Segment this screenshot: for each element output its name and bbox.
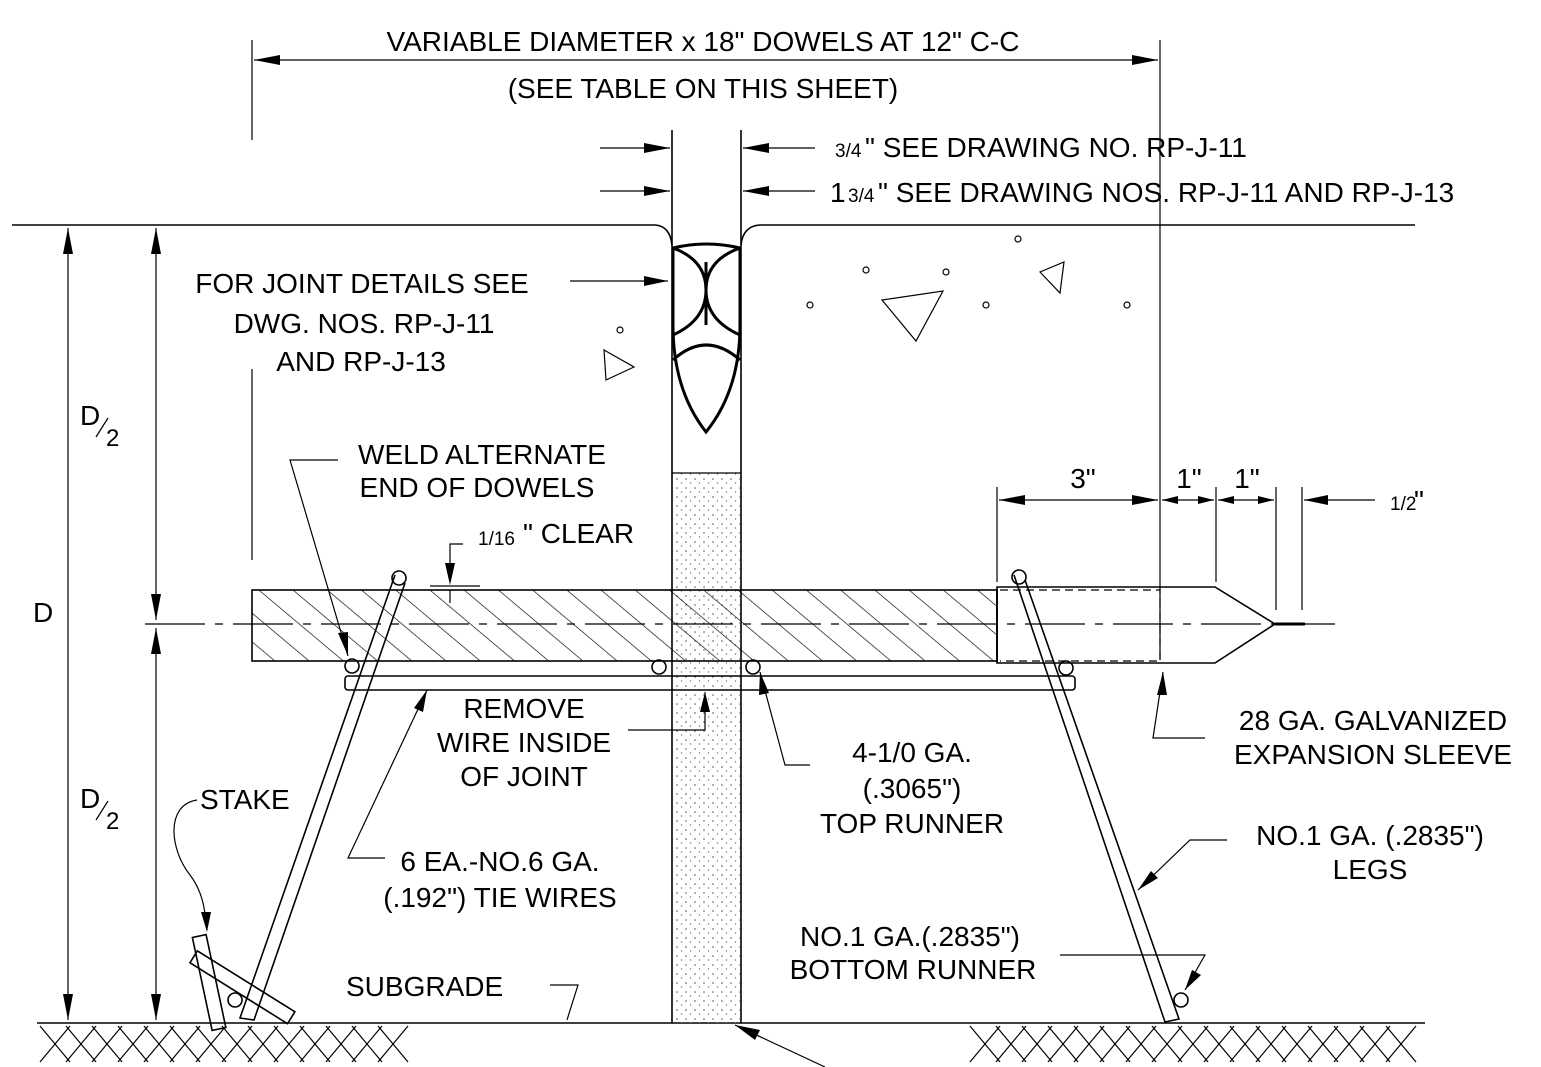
assembly-legs [227, 569, 1189, 1023]
depth-half-bottom-slash [95, 800, 109, 821]
dowel-dim-line1: VARIABLE DIAMETER x 18" DOWELS AT 12" C-… [387, 26, 1020, 57]
joint-3-4-fraction: 3/4 [835, 141, 862, 162]
depth-half-top-slash [95, 417, 109, 438]
dim-3-label: 3" [1070, 463, 1096, 494]
subgrade-hatching-right [969, 1025, 1417, 1063]
subgrade-label: SUBGRADE [346, 971, 503, 1002]
sleeve-dimensions [996, 487, 1375, 610]
earth-hatch-line [299, 1025, 331, 1063]
joint-sealer [671, 242, 742, 435]
sleeve-line1: 28 GA. GALVANIZED [1239, 705, 1507, 736]
joint-width-dimensions [600, 143, 815, 196]
remove-line3: OF JOINT [460, 761, 588, 792]
clear-fraction: 1/16 [478, 529, 515, 550]
earth-hatch-line [325, 1025, 357, 1063]
earth-hatch-line [169, 1025, 201, 1063]
earth-hatch-line [1385, 1025, 1417, 1063]
earth-hatch-line [195, 1025, 227, 1063]
aggregate-marks [603, 235, 1131, 381]
depth-half-top-d: D [80, 400, 100, 431]
earth-hatch-line [247, 1025, 279, 1063]
top-runner-line2: (.3065") [863, 773, 962, 804]
earth-hatch-line [995, 1025, 1027, 1063]
joint-details-line2: DWG. NOS. RP-J-11 [234, 308, 495, 339]
joint-details-line3: AND RP-J-13 [276, 346, 446, 377]
earth-hatch-line [1333, 1025, 1365, 1063]
earth-hatch-line [221, 1025, 253, 1063]
earth-hatch-line [969, 1025, 1001, 1063]
weld-line2: END OF DOWELS [360, 472, 595, 503]
tie-wires-line2: (.192") TIE WIRES [383, 882, 616, 913]
earth-hatch-line [117, 1025, 149, 1063]
dim-1a-label: 1" [1176, 463, 1202, 494]
dowel-bar [251, 586, 1305, 664]
dowel-dim-line2: (SEE TABLE ON THIS SHEET) [508, 73, 899, 104]
sleeve-line2: EXPANSION SLEEVE [1234, 739, 1512, 770]
remove-line1: REMOVE [463, 693, 584, 724]
runner-assembly [344, 658, 1076, 691]
dowel-length-dimension [251, 40, 1161, 660]
earth-hatch-line [143, 1025, 175, 1063]
depth-half-bottom-sub: 2 [106, 808, 119, 835]
subgrade-hatching [39, 1025, 409, 1063]
earth-hatch-line [91, 1025, 123, 1063]
clear-note: " CLEAR [523, 518, 634, 549]
bottom-runner-line2: BOTTOM RUNNER [790, 954, 1037, 985]
leader-lines [173, 276, 1227, 1067]
depth-half-bottom-d: D [80, 783, 100, 814]
legs-line2: LEGS [1333, 854, 1408, 885]
earth-hatch-line [1073, 1025, 1105, 1063]
earth-hatch-line [1125, 1025, 1157, 1063]
labels: VARIABLE DIAMETER x 18" DOWELS AT 12" C-… [33, 26, 1512, 1002]
depth-half-top-sub: 2 [106, 425, 119, 452]
joint-details-line1: FOR JOINT DETAILS SEE [195, 268, 528, 299]
earth-hatch-line [1255, 1025, 1287, 1063]
top-runner-line3: TOP RUNNER [820, 808, 1004, 839]
bottom-runner-line1: NO.1 GA.(.2835") [800, 921, 1020, 952]
joint-1-3-4-whole: 1 [830, 177, 846, 208]
legs-line1: NO.1 GA. (.2835") [1256, 820, 1484, 851]
joint-1-3-4-fraction: 3/4 [848, 186, 875, 207]
earth-hatch-line [1151, 1025, 1183, 1063]
depth-dimensions [63, 228, 161, 1020]
stake [188, 933, 296, 1032]
earth-hatch-line [273, 1025, 305, 1063]
earth-hatch-line [1359, 1025, 1391, 1063]
dim-half-fraction: 1/2 [1390, 494, 1416, 515]
joint-filler [673, 473, 740, 1023]
earth-hatch-line [1099, 1025, 1131, 1063]
remove-line2: WIRE INSIDE [437, 727, 611, 758]
earth-hatch-line [1021, 1025, 1053, 1063]
joint-3-4-note: " SEE DRAWING NO. RP-J-11 [865, 132, 1247, 163]
earth-hatch-line [1281, 1025, 1313, 1063]
earth-hatch-line [377, 1025, 409, 1063]
stake-label: STAKE [200, 784, 290, 815]
earth-hatch-line [1307, 1025, 1339, 1063]
earth-hatch-line [65, 1025, 97, 1063]
top-runner-line1: 4-1/0 GA. [852, 737, 972, 768]
dim-half-suffix: " [1414, 485, 1424, 516]
earth-hatch-line [1229, 1025, 1261, 1063]
depth-d-label: D [33, 597, 53, 628]
joint-1-3-4-note: " SEE DRAWING NOS. RP-J-11 AND RP-J-13 [878, 177, 1454, 208]
dim-1b-label: 1" [1234, 463, 1260, 494]
earth-hatch-line [1203, 1025, 1235, 1063]
weld-line1: WELD ALTERNATE [358, 439, 606, 470]
earth-hatch-line [39, 1025, 71, 1063]
earth-hatch-line [351, 1025, 383, 1063]
tie-wires-line1: 6 EA.-NO.6 GA. [400, 846, 599, 877]
earth-hatch-line [1177, 1025, 1209, 1063]
earth-hatch-line [1047, 1025, 1079, 1063]
